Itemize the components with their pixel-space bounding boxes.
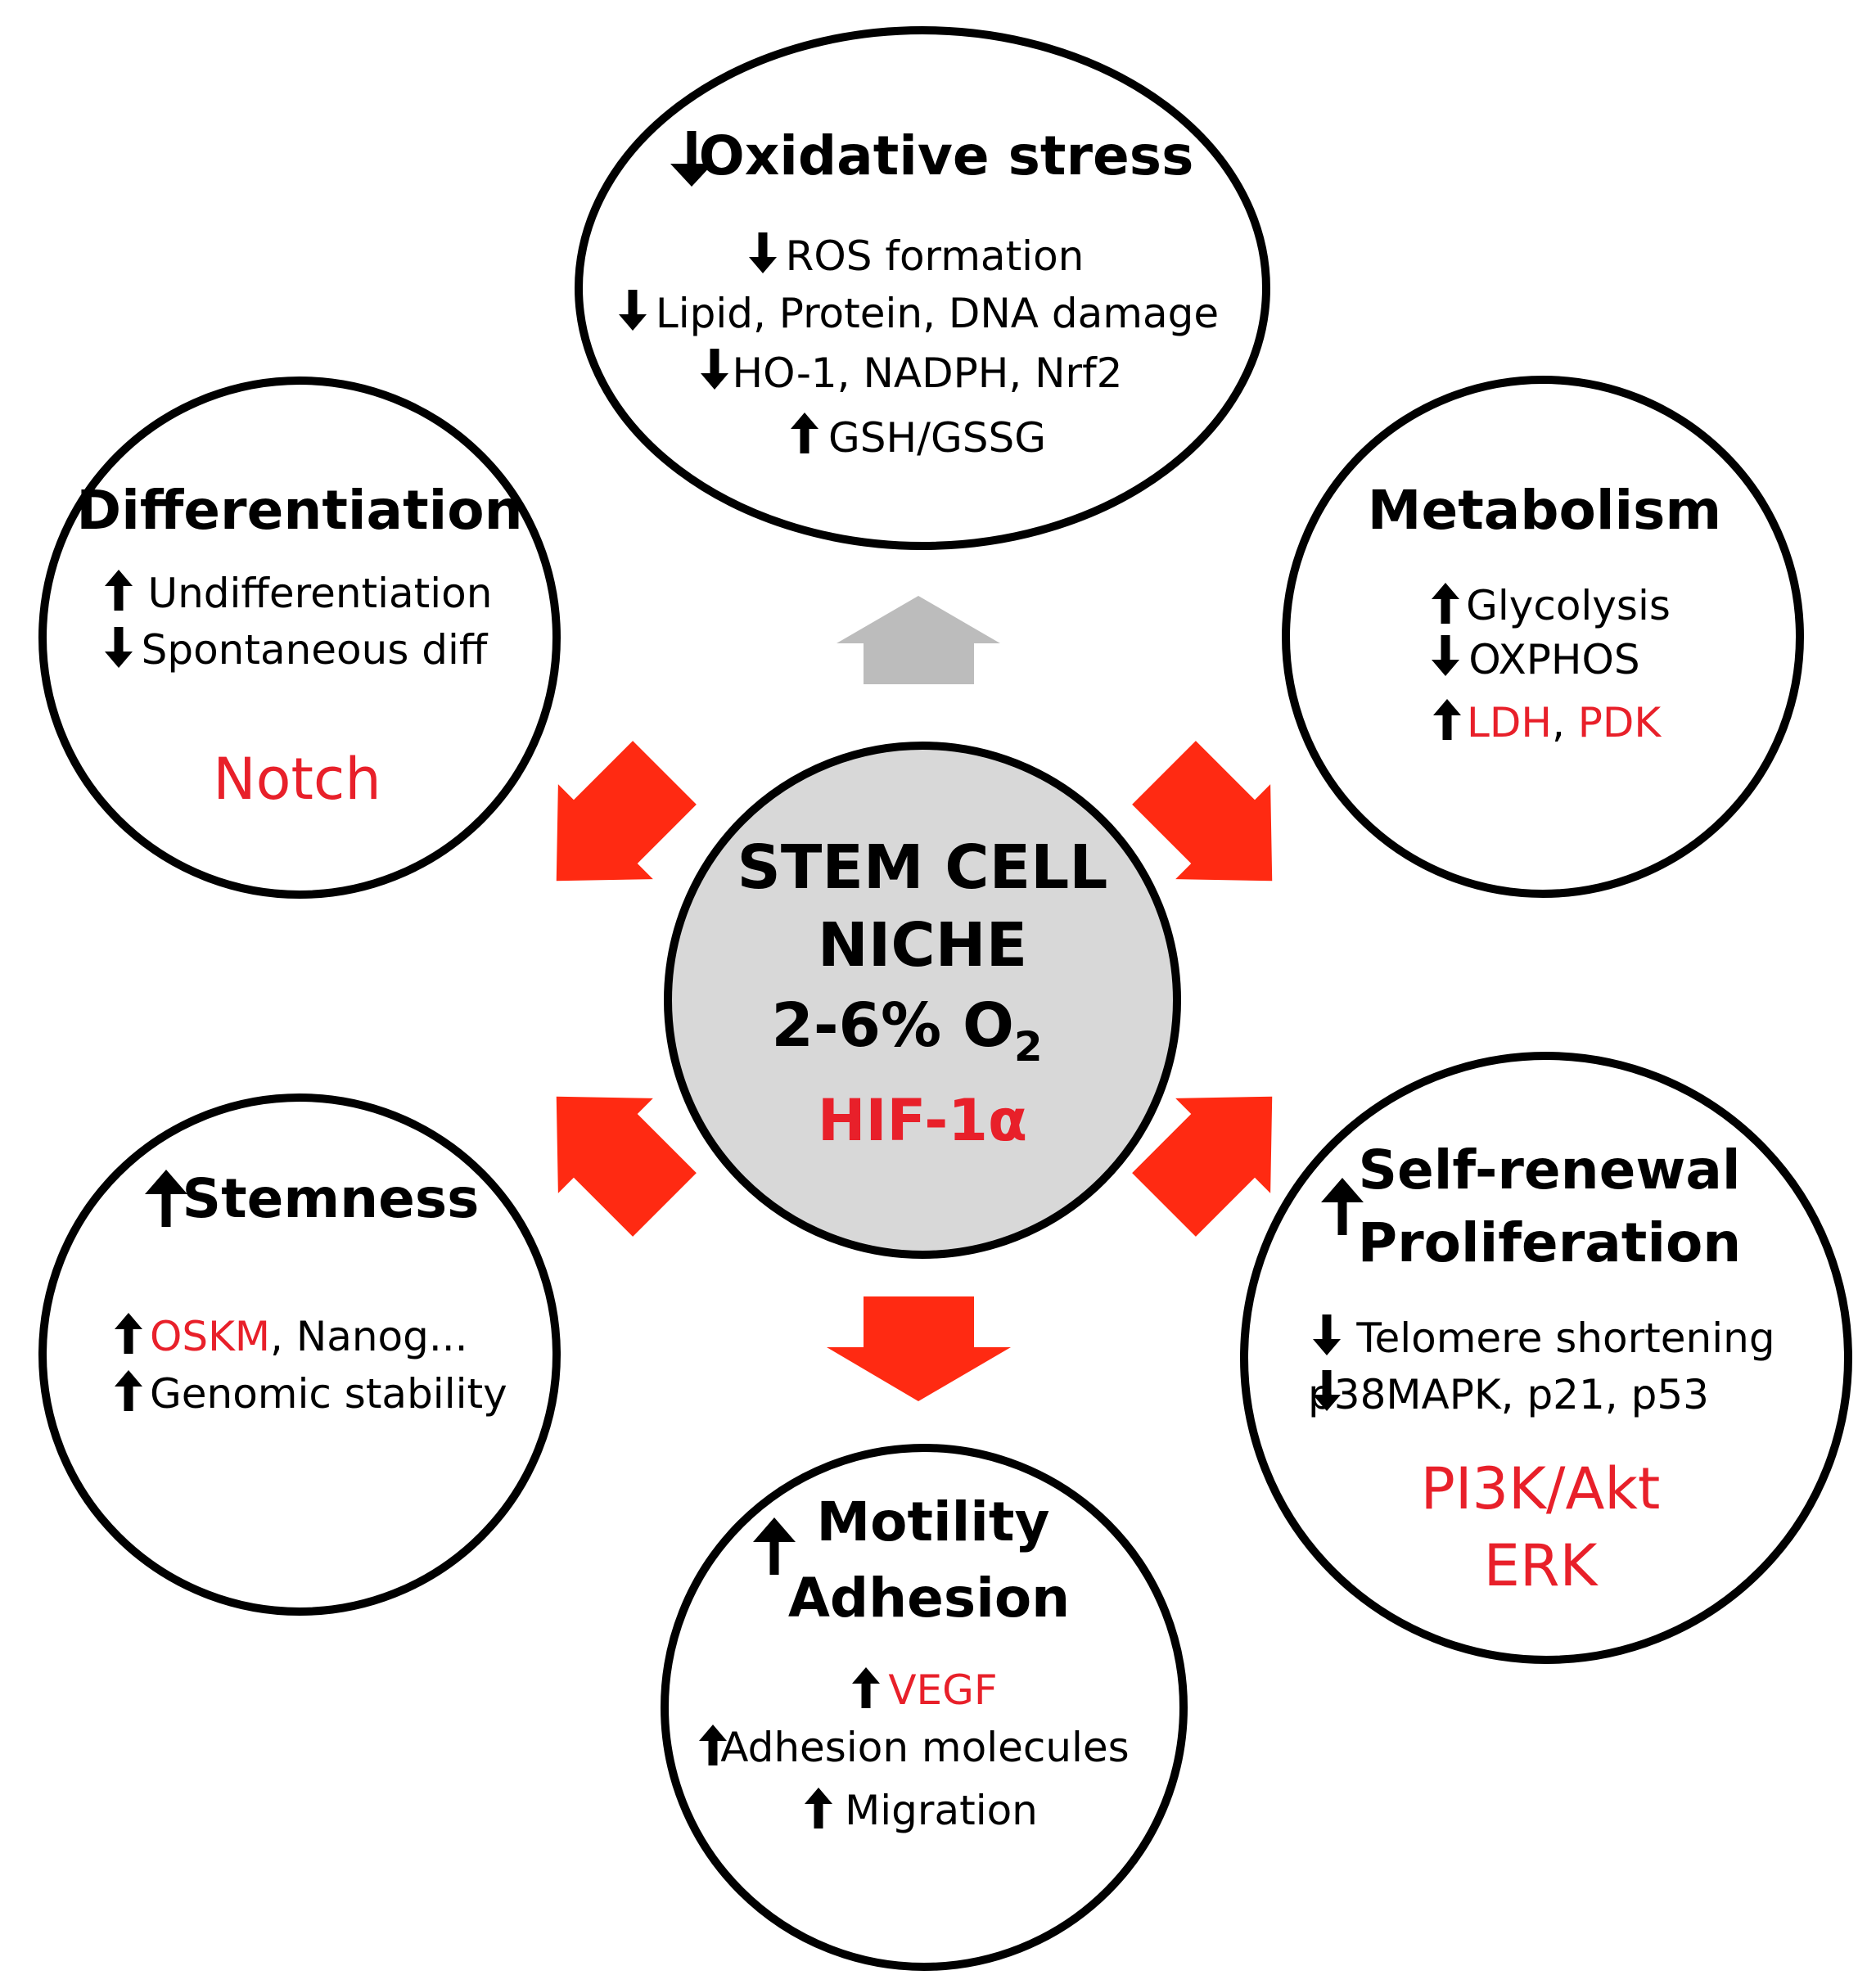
item: HO-1, NADPH, Nrf2 xyxy=(732,349,1122,397)
pathway: ERK xyxy=(1484,1532,1599,1599)
node-oxidative-stress: Oxidative stress ROS formation Lipid, Pr… xyxy=(575,26,1270,550)
node-motility: Motility Adhesion VEGF Adhesion molecule… xyxy=(661,1444,1188,1971)
center-oxygen: 2-6% O2 xyxy=(771,990,1042,1071)
item: Glycolysis xyxy=(1466,582,1671,629)
arrow-to-motility xyxy=(827,1296,1011,1401)
node-stemness: Stemness OSKM, Nanog... Genomic stabilit… xyxy=(38,1093,561,1616)
title: Oxidative stress xyxy=(699,124,1194,187)
node-self-renewal: Self-renewal Proliferation Telomere shor… xyxy=(1240,1052,1852,1664)
title: Adhesion xyxy=(788,1567,1070,1630)
center-niche: STEM CELL NICHE 2-6% O2 HIF-1α xyxy=(664,742,1181,1259)
up-arrow-icon xyxy=(145,1170,187,1227)
down-arrow-icon xyxy=(670,131,713,187)
item: ROS formation xyxy=(786,232,1085,280)
item: GSH/GSSG xyxy=(828,414,1046,462)
enzymes: LDH, PDK xyxy=(1467,699,1662,746)
item: p38MAPK, p21, p53 xyxy=(1308,1371,1709,1418)
arrow-to-differentiation xyxy=(556,741,697,882)
item: OSKM, Nanog... xyxy=(150,1313,468,1360)
title: Self-renewal xyxy=(1358,1139,1740,1202)
up-arrow-icon xyxy=(1321,1178,1364,1235)
title: Motility xyxy=(816,1490,1049,1553)
up-arrow-icon xyxy=(753,1517,796,1575)
hif-label: HIF-1α xyxy=(818,1087,1027,1154)
item: Undifferentiation xyxy=(148,570,493,617)
title: Proliferation xyxy=(1358,1211,1742,1274)
center-line1: STEM CELL xyxy=(737,832,1108,903)
arrow-to-self-renewal xyxy=(1132,1096,1273,1237)
title: Metabolism xyxy=(1368,479,1721,542)
pathway: PI3K/Akt xyxy=(1421,1455,1661,1522)
item: OXPHOS xyxy=(1468,636,1639,683)
arrow-to-metabolism xyxy=(1132,741,1273,882)
item: VEGF xyxy=(888,1666,997,1714)
title: Differentiation xyxy=(76,479,522,542)
item: Genomic stability xyxy=(150,1370,507,1418)
arrow-to-stemness xyxy=(556,1096,697,1237)
title: Stemness xyxy=(183,1167,480,1230)
center-line2: NICHE xyxy=(818,910,1027,981)
item: Migration xyxy=(845,1787,1038,1834)
arrow-to-oxidative-stress xyxy=(837,596,1000,684)
item: Adhesion molecules xyxy=(720,1724,1129,1771)
item: Telomere shortening xyxy=(1355,1314,1775,1362)
node-differentiation: Differentiation Undifferentiation Sponta… xyxy=(38,377,561,899)
node-metabolism: Metabolism Glycolysis OXPHOS LDH, PDK xyxy=(1282,376,1804,898)
item: Spontaneous diff xyxy=(142,626,489,674)
item: Lipid, Protein, DNA damage xyxy=(656,290,1219,337)
pathway: Notch xyxy=(213,746,381,813)
